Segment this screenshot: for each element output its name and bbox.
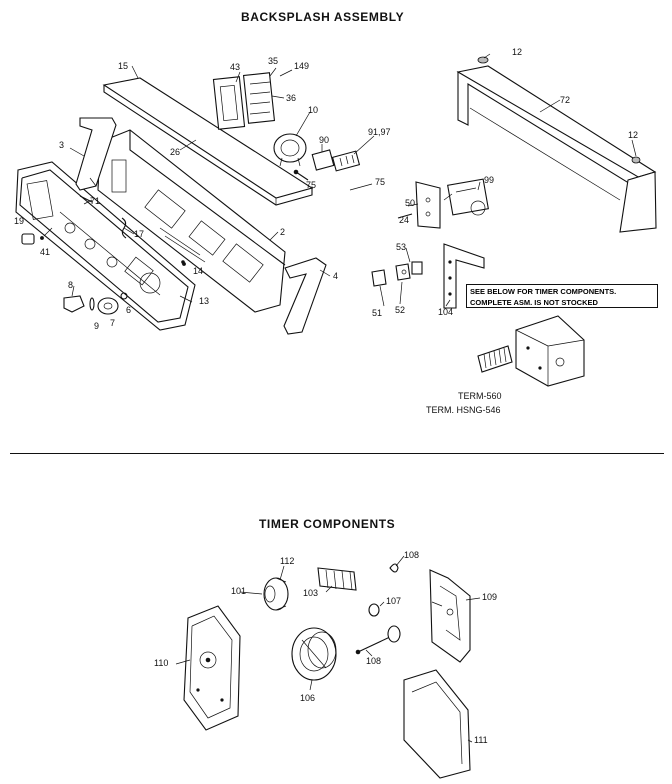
part-number: 71 xyxy=(90,196,101,206)
part-number: 13 xyxy=(199,296,210,306)
motor-99 xyxy=(447,178,489,216)
switch-assembly xyxy=(212,72,276,130)
timer-assembly xyxy=(515,315,585,387)
part-number: 109 xyxy=(482,592,498,602)
part-number: 110 xyxy=(154,658,169,668)
part-number: 52 xyxy=(395,305,406,315)
part-number: 51 xyxy=(372,308,383,318)
part-number: 19 xyxy=(14,216,25,226)
part-number: 4 xyxy=(333,271,339,281)
shaft-108 xyxy=(355,625,401,655)
part-number: 99 xyxy=(484,175,495,185)
left-end-cap xyxy=(75,117,117,191)
part-number: 26 xyxy=(170,147,181,157)
part-number: 7 xyxy=(110,318,116,328)
part-number: 101 xyxy=(231,586,247,596)
part-number: 43 xyxy=(230,62,241,72)
screw-75 xyxy=(293,169,309,181)
part-number: 12 xyxy=(512,47,523,57)
timer-frame-110 xyxy=(183,605,241,731)
part-number: 108 xyxy=(366,656,382,666)
bracket-switch xyxy=(311,149,361,172)
timer-note-box: SEE BELOW FOR TIMER COMPONENTS. COMPLETE… xyxy=(466,284,658,308)
part-number: 12 xyxy=(628,130,639,140)
rotary-switch xyxy=(273,133,307,167)
cam-105 xyxy=(291,627,337,681)
part-number: 106 xyxy=(300,693,316,703)
part-number: 111 xyxy=(474,735,488,745)
cover-111 xyxy=(403,669,471,779)
terminal-103 xyxy=(317,567,357,591)
rear-cover xyxy=(456,56,657,233)
part-number: 112 xyxy=(280,556,295,566)
part-number: 17 xyxy=(134,229,145,239)
bracket-104 xyxy=(443,243,485,309)
part-number: 8 xyxy=(68,280,74,290)
part-number: 149 xyxy=(294,61,310,71)
part-number: 14 xyxy=(193,266,204,276)
leader-lines xyxy=(43,53,637,743)
part-number: 104 xyxy=(438,307,454,317)
section-title-timer: TIMER COMPONENTS xyxy=(259,517,396,531)
timer-motor-101 xyxy=(263,577,289,611)
control-panel xyxy=(97,129,286,313)
part-number: 75 xyxy=(306,180,317,190)
top-trim-strip xyxy=(102,77,314,206)
terminal-block xyxy=(477,345,513,373)
part-number: 15 xyxy=(118,61,129,71)
part-number: 2 xyxy=(280,227,286,237)
spring-107 xyxy=(368,603,380,617)
terminal-housing-label: TERM. HSNG-546 xyxy=(426,405,501,415)
part-number: 75 xyxy=(375,177,386,187)
part-number: 107 xyxy=(386,596,402,606)
part-number: 108 xyxy=(404,550,420,560)
part-number: 91,97 xyxy=(368,127,391,137)
part-number: 41 xyxy=(40,247,51,257)
note-line-1: SEE BELOW FOR TIMER COMPONENTS. xyxy=(470,287,617,296)
part-number: 24 xyxy=(399,215,410,225)
part-number: 72 xyxy=(560,95,571,105)
bracket-50 xyxy=(397,181,441,229)
part-number: 50 xyxy=(405,198,416,208)
section-title-backsplash: BACKSPLASH ASSEMBLY xyxy=(241,10,405,24)
terminal-label: TERM-560 xyxy=(458,391,502,401)
section-divider xyxy=(10,453,664,454)
part-number: 9 xyxy=(94,321,100,331)
part-number: 36 xyxy=(286,93,297,103)
note-line-2: COMPLETE ASM. IS NOT STOCKED xyxy=(470,298,598,307)
part-number: 103 xyxy=(303,588,319,598)
bracket-109 xyxy=(429,569,471,663)
part-number: 90 xyxy=(319,135,330,145)
knob-19 xyxy=(21,233,44,245)
front-console xyxy=(15,161,196,331)
part-number: 35 xyxy=(268,56,279,66)
part-number: 3 xyxy=(59,140,65,150)
part-number: 53 xyxy=(396,242,407,252)
part-number: 6 xyxy=(126,305,132,315)
right-end-cap xyxy=(283,257,327,335)
knob-parts xyxy=(63,292,128,315)
small-clips xyxy=(371,261,423,287)
part-number: 10 xyxy=(308,105,319,115)
